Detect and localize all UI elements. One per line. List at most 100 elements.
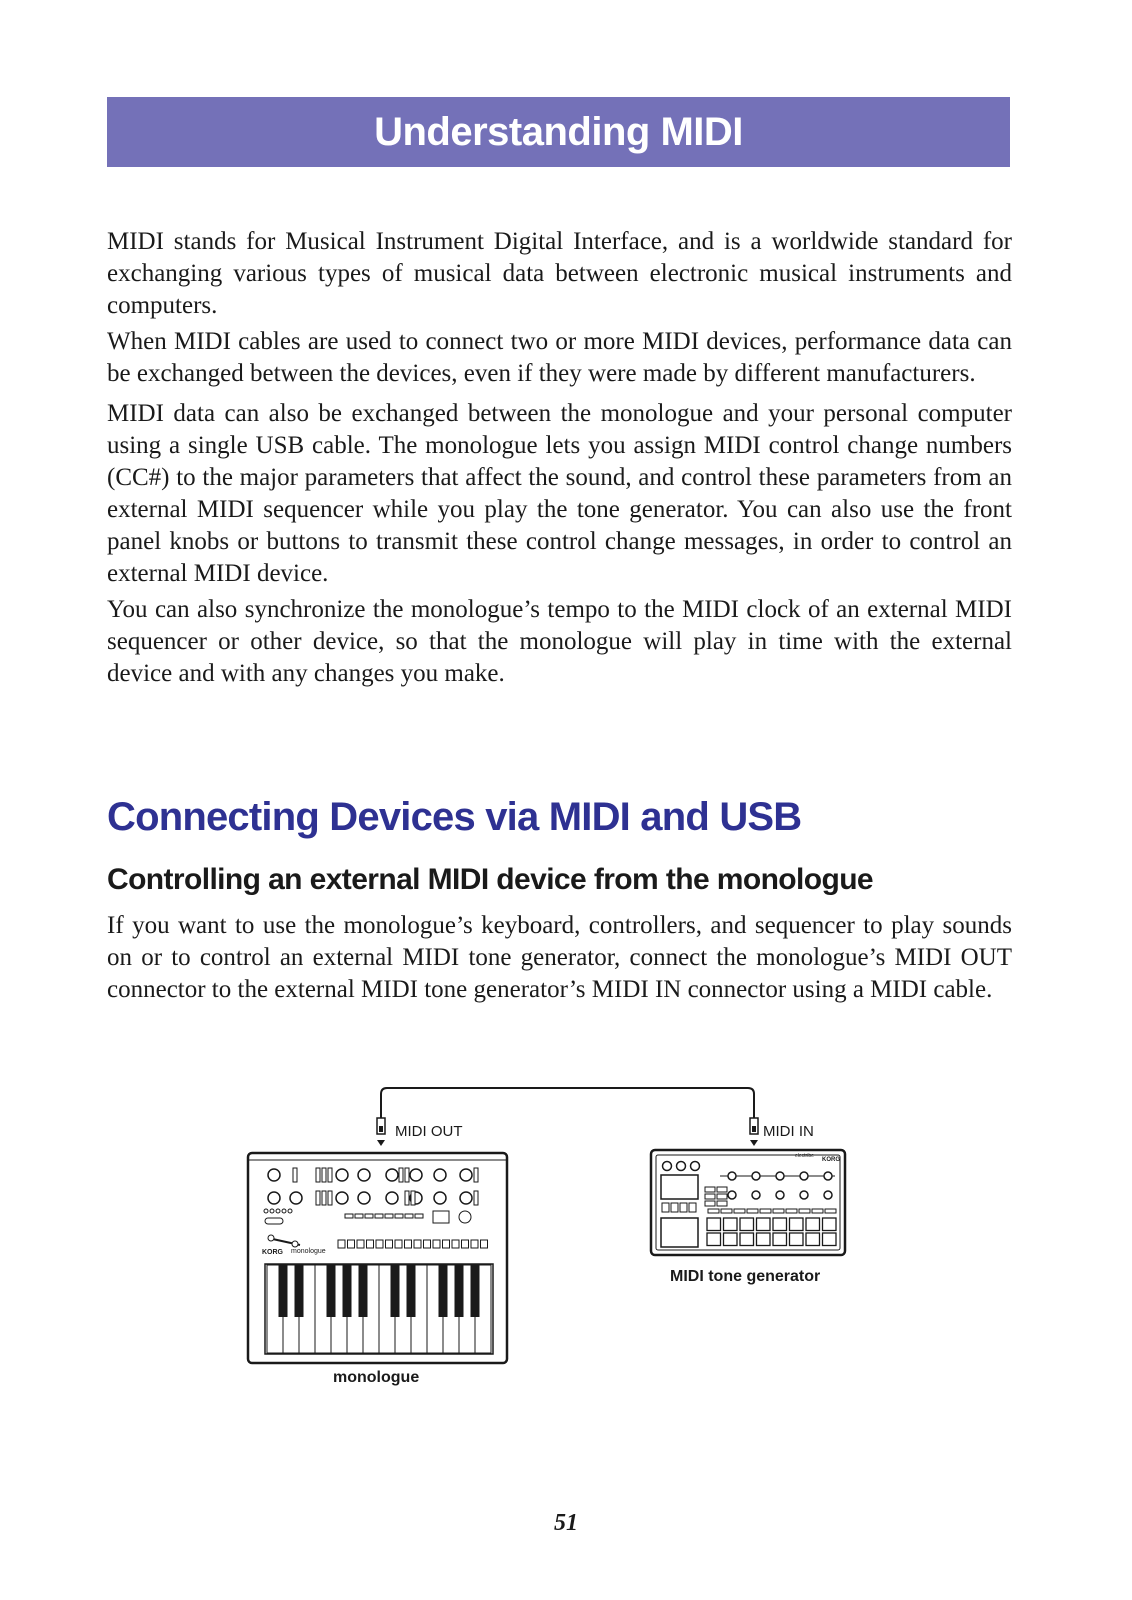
- step-button: [442, 1239, 450, 1249]
- synth-switch: [473, 1190, 479, 1206]
- tone-generator-pad: [739, 1232, 755, 1247]
- tone-generator-pad: [788, 1232, 804, 1247]
- tone-generator-pads: [706, 1217, 837, 1247]
- synth-knob: [267, 1168, 281, 1182]
- tone-generator-pad: [739, 1217, 755, 1232]
- synth-led: [281, 1208, 287, 1214]
- tone-generator-button: [688, 1202, 697, 1213]
- step-button: [461, 1239, 469, 1249]
- tone-generator-controls: [661, 1171, 837, 1214]
- sequencer-button: [354, 1213, 364, 1219]
- midi-tone-generator-illustration: [649, 1148, 847, 1257]
- monologue-synth-illustration: [246, 1151, 509, 1365]
- section-body: If you want to use the monologue’s keybo…: [107, 910, 1012, 1010]
- synth-knob: [409, 1168, 423, 1182]
- synth-switch: [404, 1167, 410, 1183]
- midi-in-label: MIDI IN: [763, 1123, 814, 1140]
- tone-generator-button: [772, 1208, 785, 1214]
- synth-knob: [459, 1168, 473, 1182]
- tone-generator-knob: [823, 1190, 833, 1200]
- section-paragraph: If you want to use the monologue’s keybo…: [107, 912, 1012, 1003]
- tone-generator-pad: [788, 1217, 804, 1232]
- sequencer-button: [384, 1213, 394, 1219]
- sequencer-button: [404, 1213, 414, 1219]
- synth-switch: [321, 1167, 327, 1183]
- synth-led: [275, 1208, 281, 1214]
- tone-generator-button: [704, 1186, 716, 1193]
- tone-generator-knob: [751, 1171, 761, 1181]
- page-title: Understanding MIDI: [374, 109, 743, 154]
- synth-knob: [357, 1191, 371, 1205]
- sequencer-buttons: [337, 1213, 488, 1249]
- intro-paragraph-4: You can also synchronize the monologue’s…: [107, 596, 1012, 687]
- step-button: [385, 1239, 393, 1249]
- step-button: [394, 1239, 403, 1249]
- step-button: [413, 1239, 422, 1249]
- tone-generator-button: [716, 1200, 728, 1207]
- black-key: [294, 1265, 304, 1317]
- synth-switch: [398, 1167, 404, 1183]
- black-key: [278, 1265, 288, 1317]
- intro-paragraph-1: MIDI stands for Musical Instrument Digit…: [107, 228, 1012, 319]
- tone-generator-pad: [706, 1232, 722, 1247]
- sequencer-button: [374, 1213, 384, 1219]
- synth-knob: [385, 1168, 399, 1182]
- step-button: [451, 1239, 460, 1249]
- step-button: [366, 1239, 374, 1249]
- tone-generator-button: [798, 1208, 811, 1214]
- tone-generator-button: [759, 1208, 772, 1214]
- tone-generator-knob: [727, 1190, 737, 1200]
- tone-generator-pad: [805, 1217, 821, 1232]
- tone-generator-knob: [799, 1190, 809, 1200]
- tone-generator-button: [785, 1208, 798, 1214]
- tone-generator-knob: [775, 1190, 785, 1200]
- tone-generator-pad: [722, 1232, 738, 1247]
- right-device-brand: KORG: [822, 1157, 840, 1163]
- tone-generator-knob: [751, 1190, 761, 1200]
- synth-knob: [357, 1168, 371, 1182]
- tone-generator-pad: [722, 1217, 738, 1232]
- black-key: [390, 1265, 400, 1317]
- step-button: [337, 1239, 346, 1249]
- midi-out-label: MIDI OUT: [395, 1123, 463, 1140]
- tone-generator-button: [733, 1208, 746, 1214]
- synth-switch: [292, 1167, 298, 1183]
- tone-generator-button: [746, 1208, 759, 1214]
- page-number: 51: [554, 1510, 578, 1536]
- black-key: [342, 1265, 352, 1317]
- tone-generator-button: [716, 1193, 728, 1200]
- black-key: [326, 1265, 336, 1317]
- black-key: [406, 1265, 416, 1317]
- tone-generator-pad: [821, 1217, 837, 1232]
- synth-switch: [321, 1190, 327, 1206]
- tone-generator-button: [704, 1200, 716, 1207]
- step-button: [404, 1239, 412, 1249]
- synth-knob: [385, 1191, 399, 1205]
- midi-out-plug-icon: [376, 1117, 386, 1146]
- tone-generator-pad: [755, 1217, 771, 1232]
- synth-switch: [404, 1190, 410, 1206]
- midi-cable: [380, 1087, 755, 1118]
- tone-generator-knob: [823, 1171, 833, 1181]
- tone-generator-knob: [727, 1171, 737, 1181]
- tone-generator-pad: [706, 1217, 722, 1232]
- black-key: [454, 1265, 464, 1317]
- tone-generator-pad: [805, 1232, 821, 1247]
- sequencer-button: [394, 1213, 404, 1219]
- sequencer-button: [414, 1213, 424, 1219]
- tone-generator-caption: MIDI tone generator: [670, 1268, 821, 1285]
- tone-generator-knob: [775, 1171, 785, 1181]
- title-banner: Understanding MIDI: [107, 97, 1010, 167]
- black-key: [438, 1265, 448, 1317]
- left-device-name: monologue: [291, 1248, 326, 1255]
- sequencer-button: [344, 1213, 354, 1219]
- monologue-caption: monologue: [333, 1369, 420, 1386]
- black-key: [470, 1265, 480, 1317]
- tone-generator-button: [679, 1202, 688, 1213]
- synth-knob: [433, 1191, 447, 1205]
- tone-generator-button: [824, 1208, 837, 1214]
- synth-knob: [335, 1191, 349, 1205]
- step-button: [356, 1239, 365, 1249]
